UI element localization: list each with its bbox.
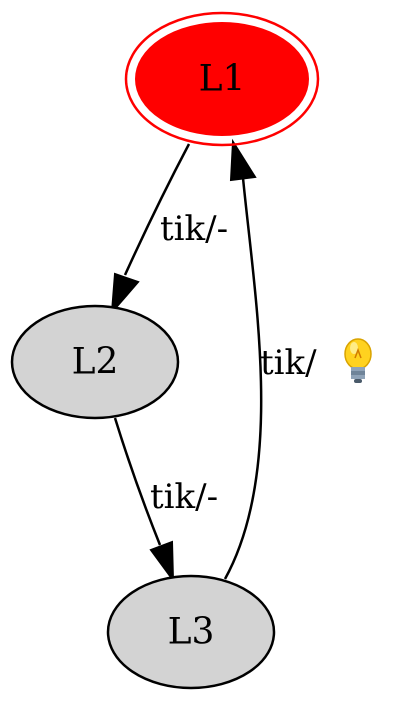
node-l2-label: L2: [72, 342, 119, 383]
node-l2-body: [10, 304, 180, 420]
edge-l3-to-l1: tik/: [223, 138, 372, 580]
node-l1: L1: [124, 11, 320, 147]
edge-l2-to-l3-line: [113, 417, 162, 546]
node-l3-body: [106, 574, 276, 690]
edge-l2-to-l3-arrowhead: [149, 540, 175, 584]
edge-l2-to-l3: tik/-: [113, 417, 218, 584]
node-l2: L2: [10, 304, 180, 420]
lightbulb-icon: [344, 338, 372, 383]
node-l1-body: [135, 22, 309, 136]
edge-l2-to-l3-label: tik/-: [150, 477, 218, 517]
edge-l3-to-l1-arrowhead: [229, 138, 257, 182]
edge-l1-to-l2-line: [123, 143, 191, 276]
node-l3: L3: [106, 574, 276, 690]
node-l1-outer-ring: [124, 11, 320, 147]
edge-l3-to-l1-line: [223, 177, 263, 580]
edge-l1-to-l2: tik/-: [110, 143, 228, 315]
node-l3-label: L3: [168, 612, 215, 653]
edge-l3-to-l1-label: tik/: [260, 343, 317, 383]
edge-l1-to-l2-label: tik/-: [160, 209, 228, 249]
edge-l1-to-l2-arrowhead: [110, 272, 140, 315]
node-l1-label: L1: [199, 59, 246, 100]
